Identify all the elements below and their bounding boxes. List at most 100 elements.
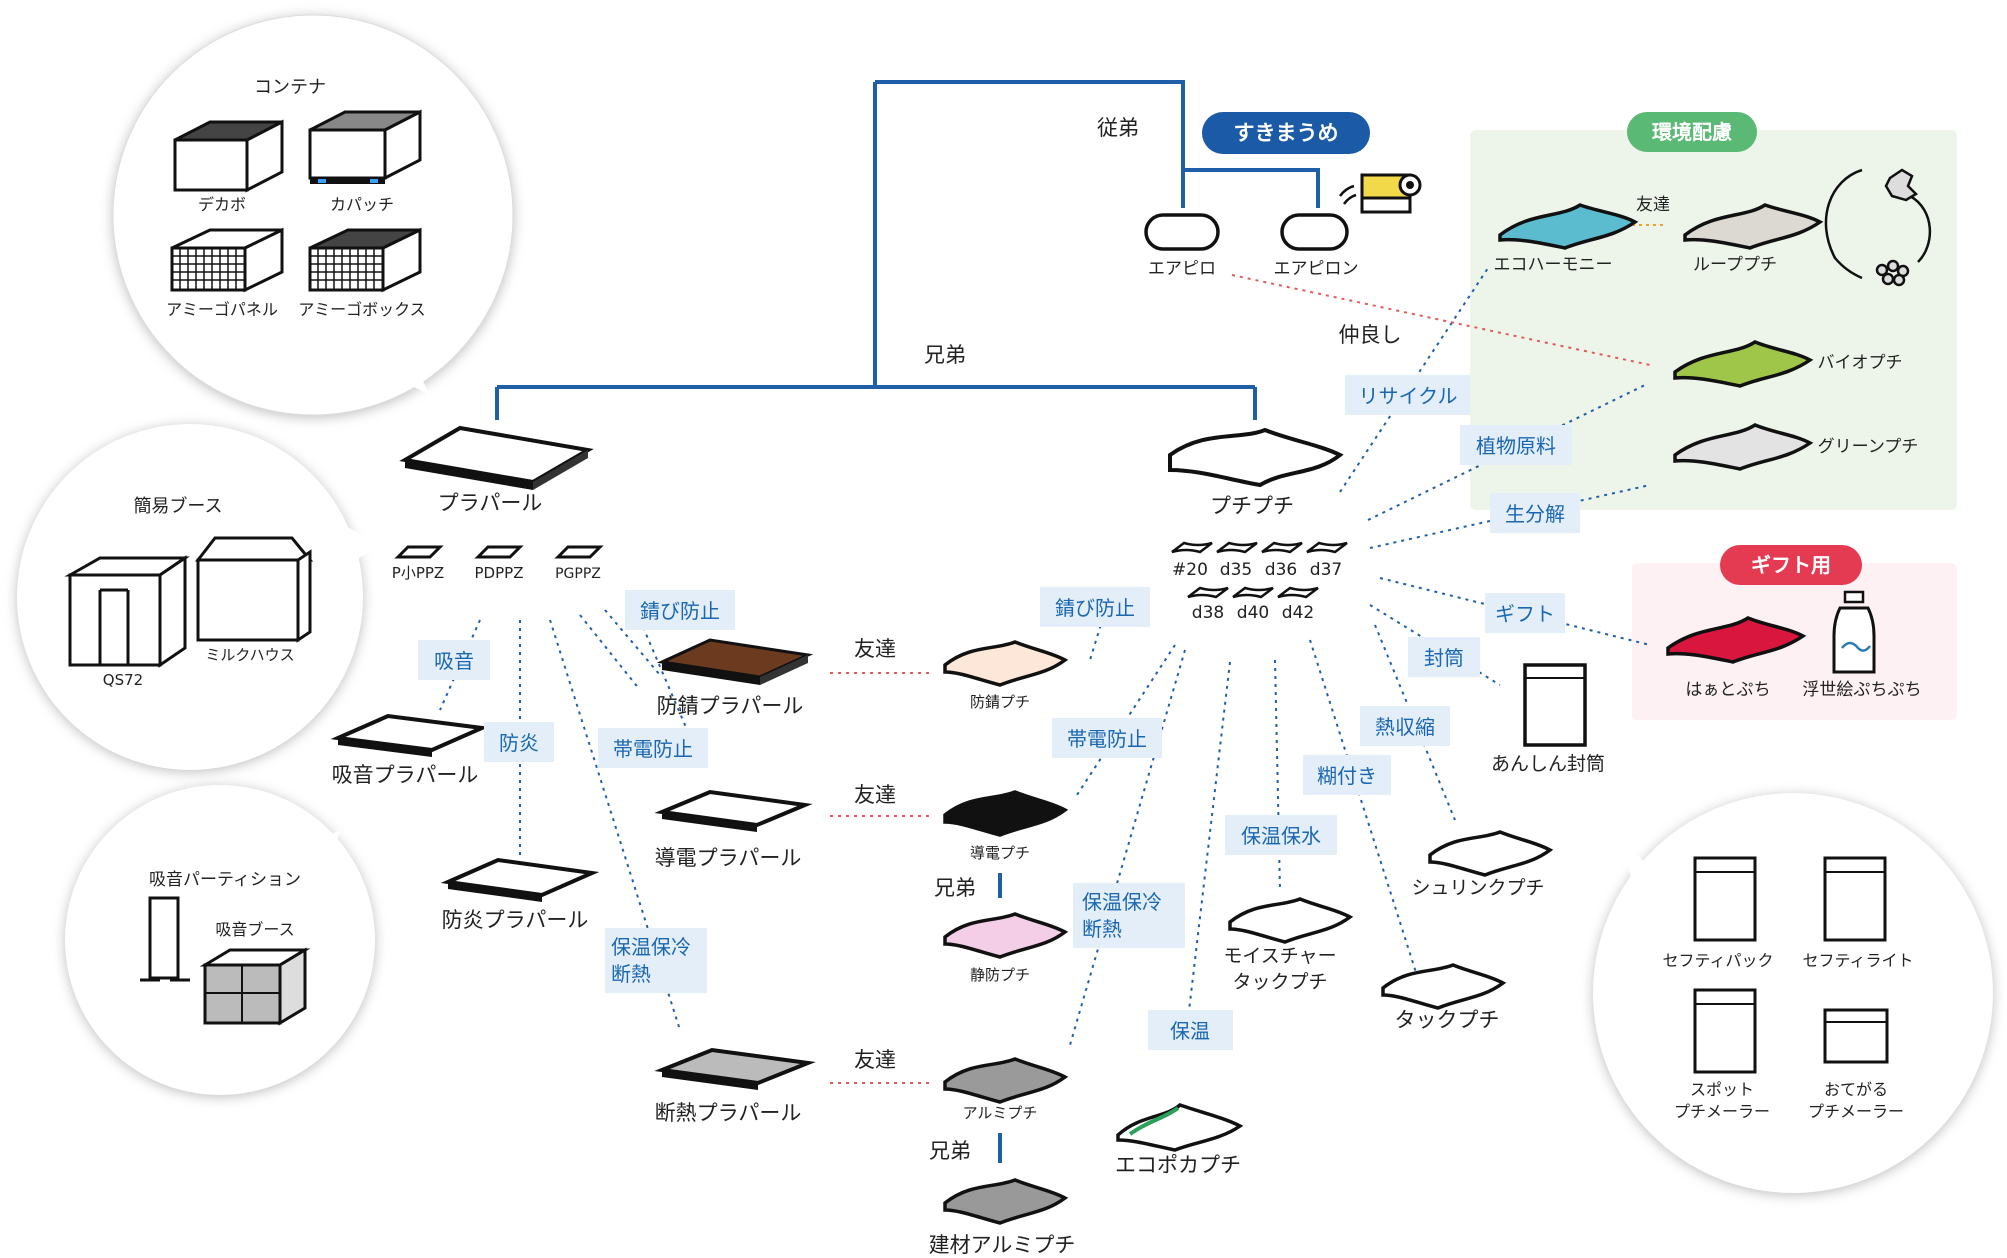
air-machine-icon	[1339, 173, 1422, 214]
size-d36: d36	[1265, 560, 1297, 580]
bousei-puchi-icon	[943, 640, 1069, 687]
feature-keep-warm: 保温	[1148, 1010, 1233, 1050]
eco-harmony-label: エコハーモニー	[1494, 255, 1613, 275]
kenzai-alumi-puchi-icon	[943, 1178, 1069, 1225]
sound-partition-bubble: 吸音パーティション 吸音ブース	[65, 785, 375, 1095]
bousei-purapearl-label: 防錆プラパール	[657, 694, 804, 718]
svg-text:吸音: 吸音	[434, 649, 474, 673]
ecopoca-puchi-label: エコポカプチ	[1115, 1153, 1241, 1177]
feature-antirust-right: 錆び防止	[1040, 587, 1150, 627]
svg-text:封筒: 封筒	[1424, 646, 1464, 670]
feature-sound-absorb: 吸音	[418, 640, 490, 680]
otegaru-mailer-icon	[1823, 1008, 1889, 1064]
size-d40: d40	[1237, 603, 1269, 623]
feature-antistatic-right: 帯電防止	[1052, 718, 1162, 758]
purapearl-icon	[399, 425, 594, 490]
sound-booth-label: 吸音ブース	[215, 920, 294, 939]
puchipuchi-icon	[1168, 427, 1344, 488]
envelope-item-otegaru-mailer: プチメーラー	[1808, 1102, 1904, 1121]
kenzai-alumi-puchi-label: 建材アルミプチ	[929, 1233, 1076, 1257]
seibou-puchi-label: 静防プチ	[970, 966, 1030, 984]
red-dotted-connectors	[830, 274, 1651, 1084]
svg-text:保温保冷: 保温保冷	[1082, 890, 1162, 914]
svg-text:保温: 保温	[1170, 1019, 1210, 1043]
container-bubble: コンテナ デカボ カパッチ アミーゴパネル	[112, 14, 514, 416]
sound-booth-icon	[199, 947, 311, 1026]
recycle-loop-icon	[1824, 168, 1931, 287]
ppz-icons	[394, 545, 604, 559]
ppz-item-pd: PDPPZ	[475, 564, 524, 582]
simple-booth-item-qs72: QS72	[103, 671, 143, 689]
svg-text:植物原料: 植物原料	[1476, 434, 1556, 458]
feature-antirust-left: 錆び防止	[625, 590, 735, 630]
aipiro-icon	[1144, 213, 1220, 251]
ukiyoe-puchi-label: 浮世絵ぷちぷち	[1802, 680, 1921, 700]
container-title: コンテナ	[254, 77, 326, 98]
ppz-item-pg: PGPPZ	[555, 566, 601, 582]
dannetsu-purapearl-label: 断熱プラパール	[655, 1101, 802, 1125]
feature-flameproof: 防炎	[484, 722, 554, 762]
bio-puchi-label: バイオプチ	[1818, 353, 1903, 373]
kyuon-purapearl-icon	[330, 713, 490, 757]
bio-puchi-icon	[1673, 340, 1814, 388]
svg-text:リサイクル: リサイクル	[1359, 384, 1458, 408]
spot-mailer-icon	[1693, 988, 1757, 1074]
size-20: #20	[1172, 560, 1208, 580]
relation-brother-douden: 兄弟	[934, 876, 976, 900]
svg-text:ギフト: ギフト	[1495, 602, 1555, 626]
size-d38: d38	[1192, 603, 1224, 623]
bouen-purapearl-label: 防炎プラパール	[442, 908, 589, 932]
seibou-puchi-icon	[943, 912, 1069, 959]
svg-text:糊付き: 糊付き	[1317, 764, 1377, 788]
svg-text:断熱: 断熱	[611, 962, 651, 986]
feature-heat-shrink: 熱収縮	[1360, 706, 1450, 746]
green-puchi-label: グリーンプチ	[1818, 437, 1919, 457]
partition-icon	[140, 896, 190, 982]
safety-light-icon	[1823, 856, 1887, 942]
puchipuchi-label: プチプチ	[1210, 494, 1294, 518]
feature-antistatic-left: 帯電防止	[598, 728, 708, 768]
simple-booth-item-milk-house: ミルクハウス	[205, 646, 294, 664]
douden-purapearl-label: 導電プラパール	[655, 846, 802, 870]
relation-friendly: 仲良し	[1339, 323, 1402, 347]
svg-text:保温保冷: 保温保冷	[611, 935, 691, 959]
feature-envelope: 封筒	[1408, 637, 1480, 677]
svg-text:錆び防止: 錆び防止	[1055, 596, 1135, 620]
heart-puchi-label: はぁとぷち	[1685, 680, 1770, 700]
svg-text:生分解: 生分解	[1505, 502, 1565, 526]
feature-recycle: リサイクル	[1345, 375, 1470, 415]
container-item-dekabo: デカボ	[198, 195, 246, 214]
svg-text:帯電防止: 帯電防止	[613, 737, 693, 761]
simple-booth-title: 簡易ブース	[133, 495, 222, 517]
feature-keep-warm-insulation-left: 保温保冷 断熱	[605, 928, 707, 993]
amigo-panel-icon	[170, 227, 284, 293]
safety-pack-icon	[1693, 856, 1757, 942]
kyuon-purapearl-label: 吸音プラパール	[332, 763, 479, 787]
relation-friend-alumi: 友達	[854, 1048, 896, 1072]
feature-keep-warm-water: 保温保水	[1225, 815, 1337, 855]
svg-text:ギフト用: ギフト用	[1751, 553, 1831, 577]
douden-puchi-label: 導電プチ	[970, 844, 1030, 862]
douden-puchi-icon	[943, 790, 1069, 837]
loop-puchi-label: ループプチ	[1693, 255, 1777, 275]
simple-booth-bubble: 簡易ブース QS72 ミルクハウス	[17, 424, 380, 770]
svg-text:環境配慮: 環境配慮	[1652, 120, 1732, 144]
svg-text:防炎: 防炎	[499, 731, 539, 755]
heart-puchi-icon	[1666, 616, 1807, 664]
svg-text:錆び防止: 錆び防止	[640, 599, 720, 623]
container-item-amigo-box: アミーゴボックス	[298, 300, 425, 319]
sukimaume-badge: すきまうめ	[1202, 112, 1370, 154]
moisture-tack-label-1: モイスチャー	[1223, 945, 1336, 967]
qs72-icon	[64, 555, 190, 668]
bousei-puchi-label: 防錆プチ	[970, 693, 1030, 711]
bouen-purapearl-icon	[440, 857, 600, 902]
tack-puchi-label: タックプチ	[1395, 1008, 1500, 1032]
container-item-kapacchi: カパッチ	[330, 195, 394, 214]
svg-text:すきまうめ: すきまうめ	[1234, 121, 1339, 145]
alumi-puchi-icon	[943, 1057, 1069, 1104]
dekabo-icon	[173, 119, 284, 193]
svg-text:熱収縮: 熱収縮	[1375, 715, 1435, 739]
moisture-tack-icon	[1228, 897, 1354, 944]
relation-friend-douden: 友達	[854, 783, 896, 807]
